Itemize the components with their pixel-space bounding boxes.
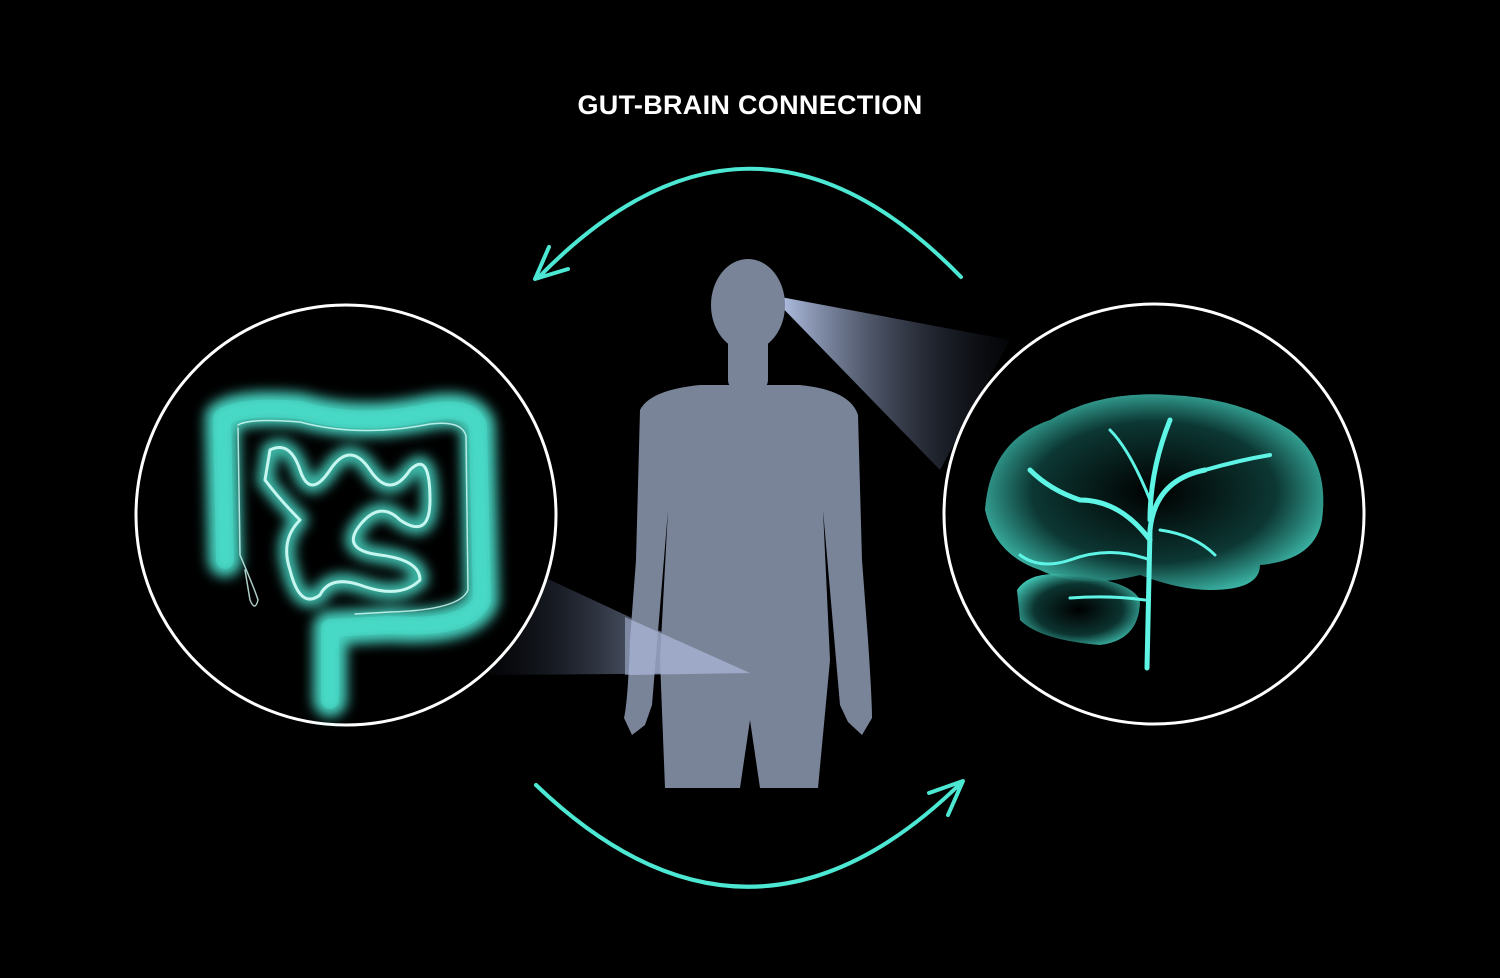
diagram-title: GUT-BRAIN CONNECTION: [577, 90, 923, 120]
arrow-brain-to-gut-icon: [533, 166, 963, 281]
intestines-illustration: [134, 303, 558, 727]
beam-overlay: [625, 617, 750, 675]
human-body-silhouette: [624, 259, 872, 788]
beam-head-to-brain: [770, 295, 1010, 470]
brain-illustration: [942, 302, 1366, 726]
arrow-gut-to-brain-icon: [534, 779, 965, 889]
